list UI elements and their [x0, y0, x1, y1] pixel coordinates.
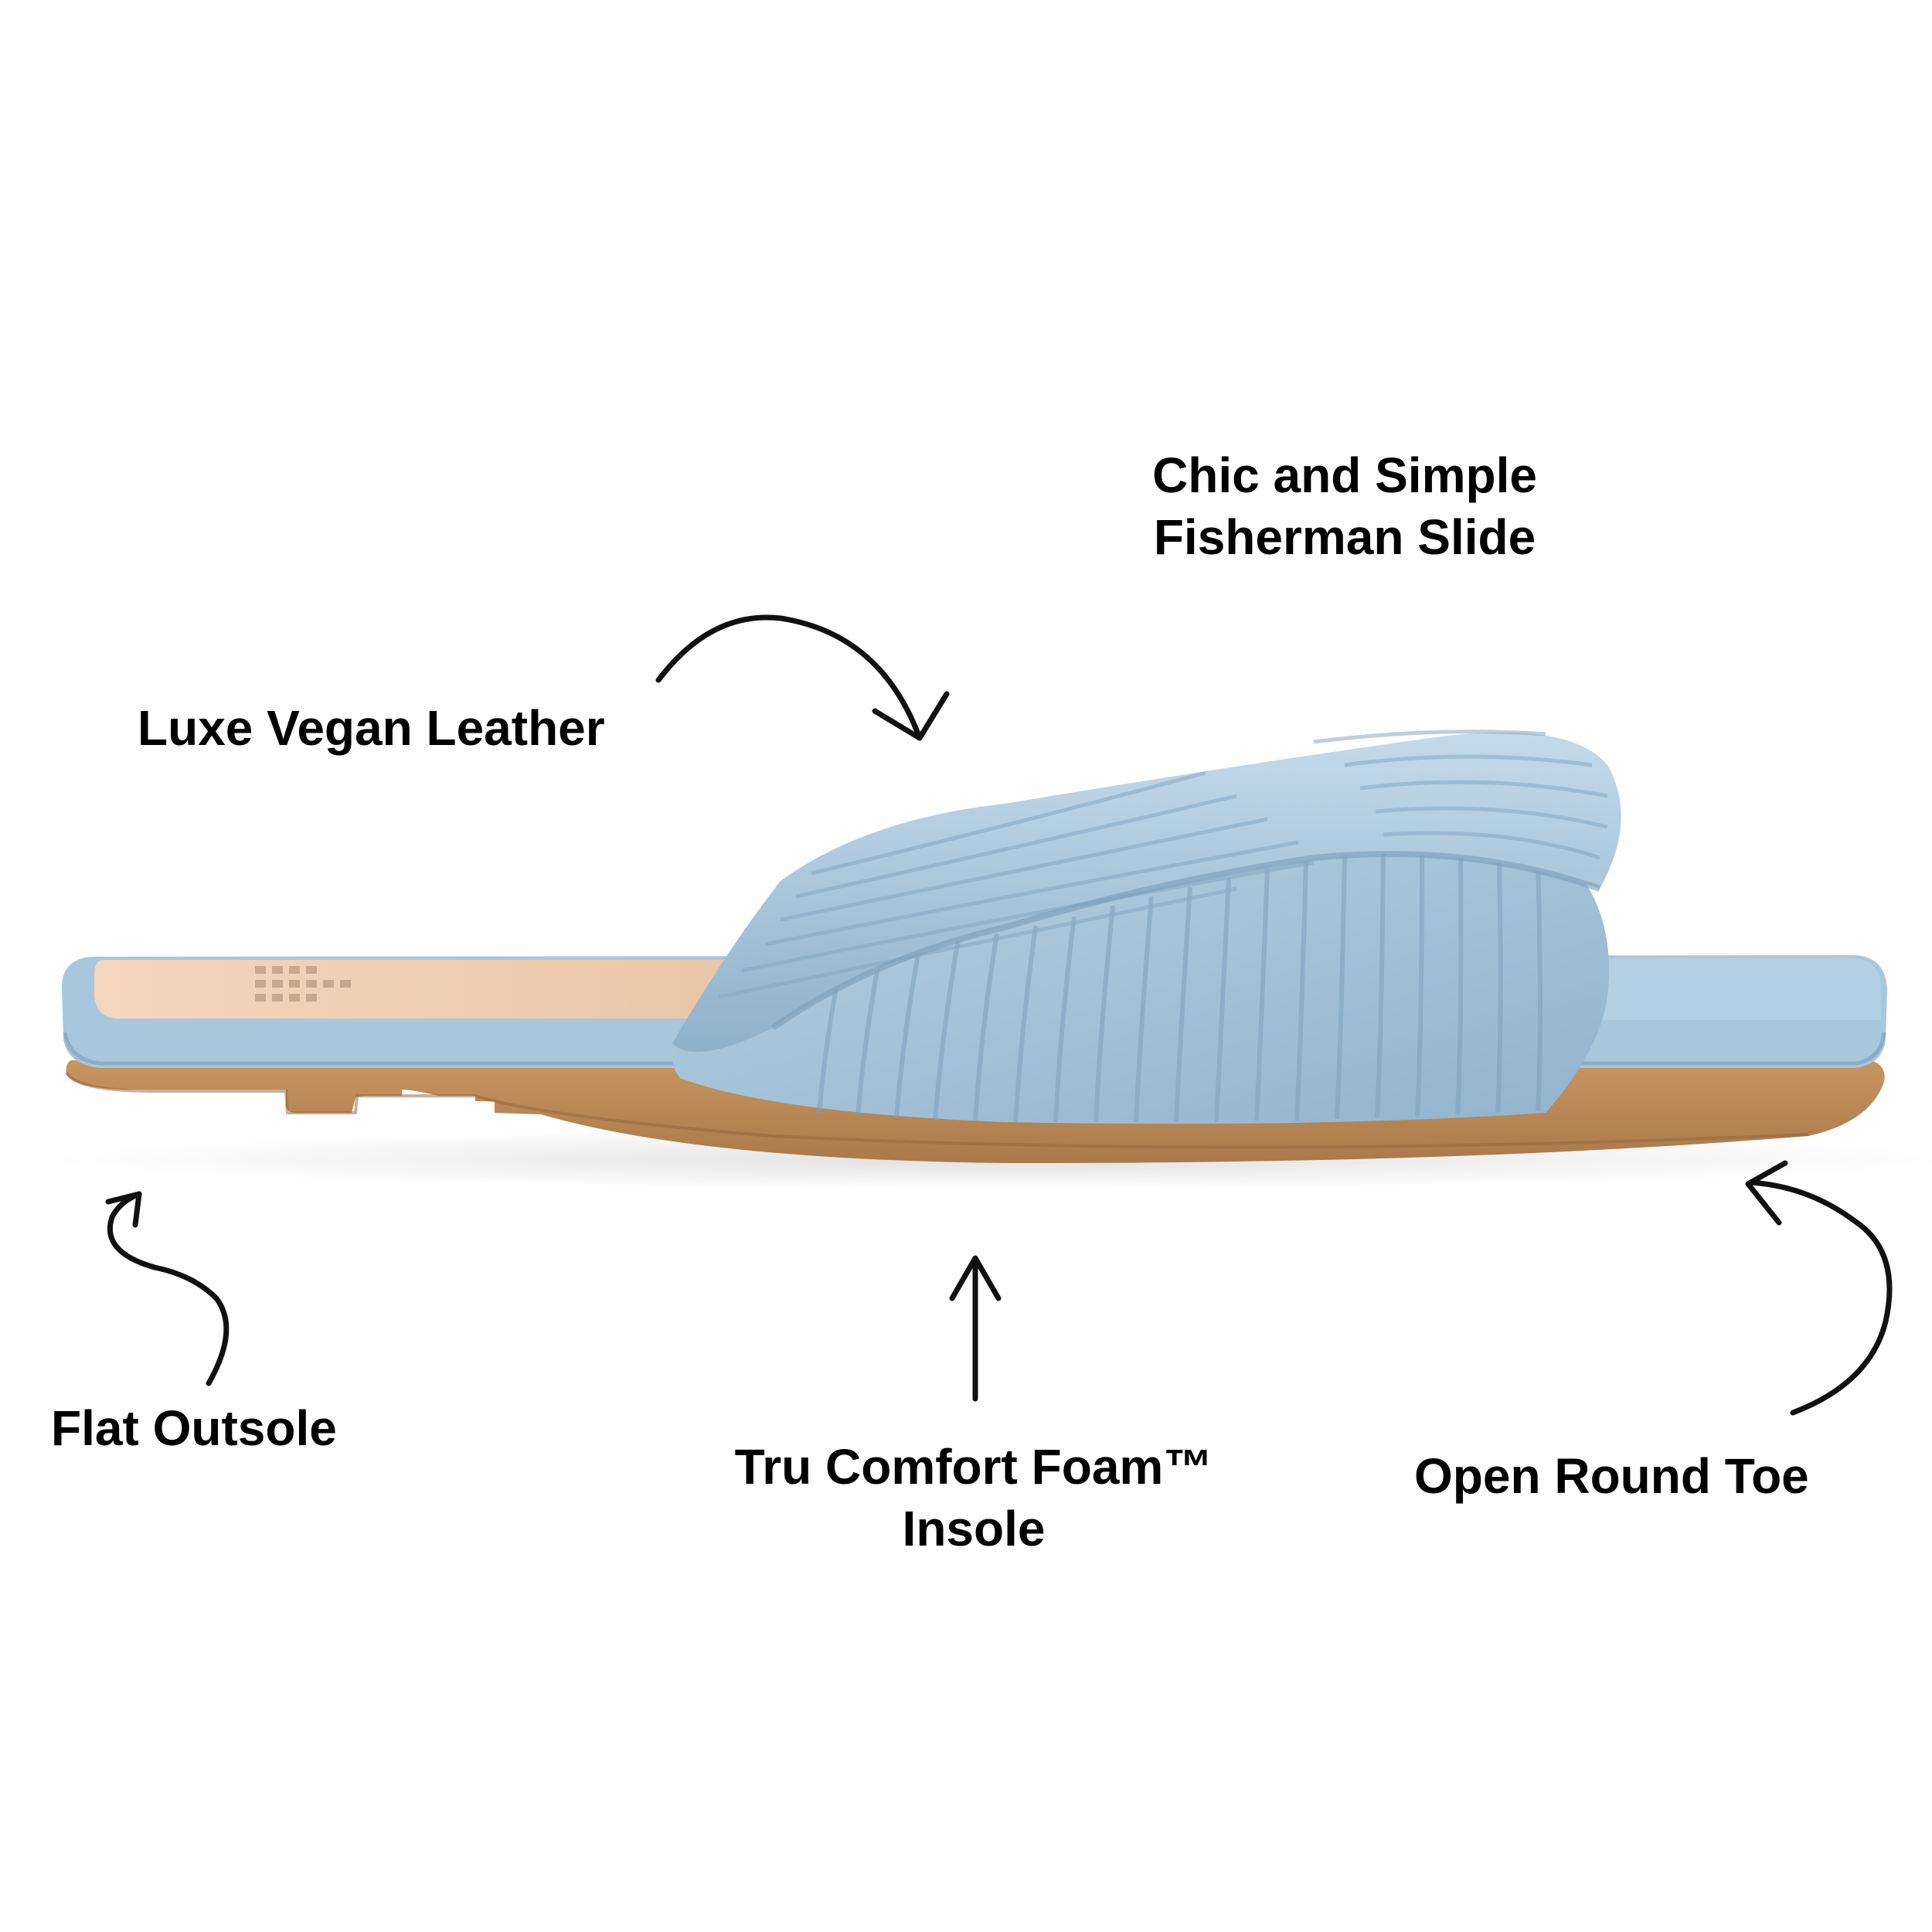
callout-style-line2: Fisherman Slide: [1153, 509, 1536, 565]
callout-material-text: Luxe Vegan Leather: [138, 700, 605, 756]
callout-material: Luxe Vegan Leather: [138, 697, 605, 759]
lower-strap: [672, 848, 1609, 1124]
callout-outsole-text: Flat Outsole: [51, 1400, 337, 1456]
callout-insole: Tru Comfort Foam™ Insole: [680, 1436, 1267, 1560]
toe-pad: [1592, 958, 1881, 1020]
arrow-open-round-toe: [1745, 1160, 1893, 1416]
callout-insole-line1: Tru Comfort Foam™: [734, 1439, 1213, 1495]
callout-toe: Open Round Toe: [1414, 1445, 1809, 1507]
arrow-flat-outsole: [105, 1191, 230, 1386]
footbed-insole: [94, 960, 850, 1019]
callout-outsole: Flat Outsole: [51, 1397, 337, 1459]
arrows: [105, 614, 1893, 1416]
callout-insole-line2: Insole: [902, 1501, 1046, 1556]
arrow-insole: [949, 1255, 1002, 1402]
upper-strap: [672, 730, 1621, 1053]
callout-style-line1: Chic and Simple: [1152, 447, 1537, 503]
insole-logo-imprint: [255, 966, 351, 1002]
callout-toe-text: Open Round Toe: [1414, 1448, 1809, 1504]
callout-style: Chic and Simple Fisherman Slide: [1128, 444, 1561, 568]
arrow-luxe-vegan-leather: [655, 614, 950, 741]
